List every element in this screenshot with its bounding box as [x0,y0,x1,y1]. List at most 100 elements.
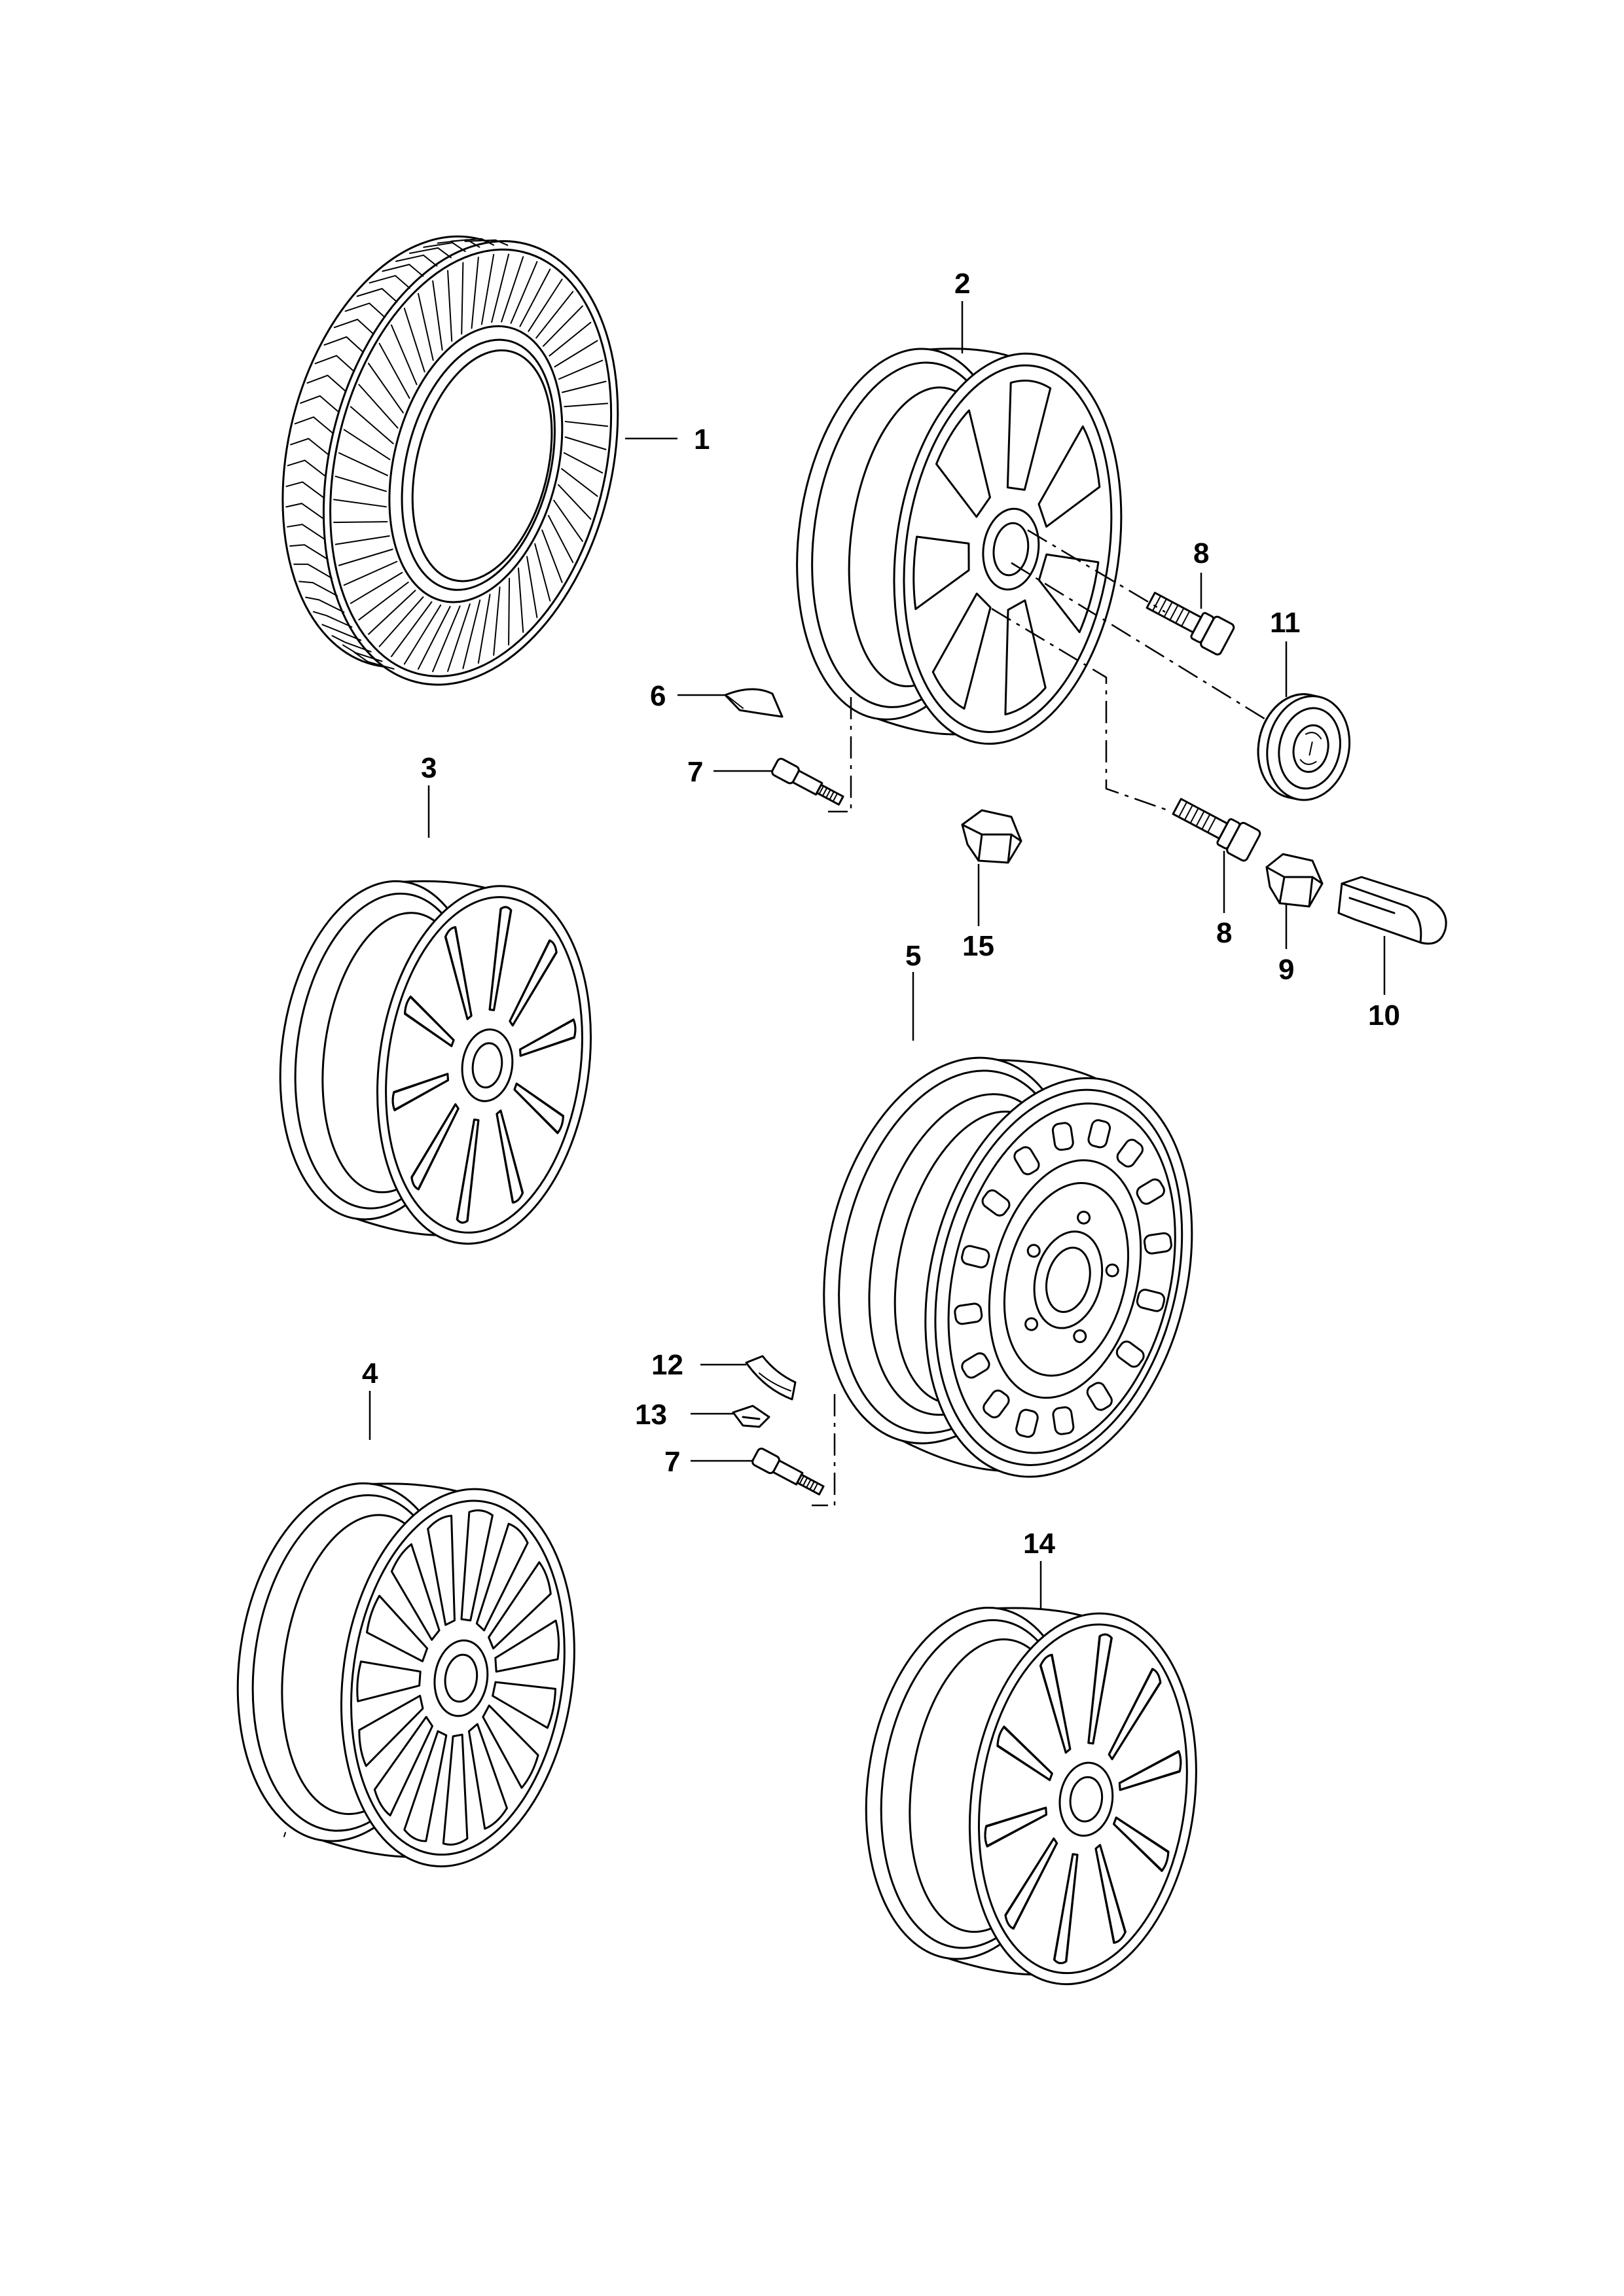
tyre-hatch-line [378,596,424,647]
spoke-window [1004,1837,1058,1929]
tread-block [395,254,438,267]
tyre-hatch-line [417,293,434,361]
spoke-window [1004,599,1047,716]
hub-cap-icon [1257,693,1351,801]
tyre-hatch-line [528,278,563,332]
spoke-window [494,1619,560,1673]
wheel-bolt-icon [1146,592,1235,656]
tyre-icon [281,235,619,686]
tyre-hatch-line [343,560,398,586]
callout-13: 13 [635,1399,667,1431]
spoke-window [403,1730,448,1842]
tyre-hatch-line [508,577,511,646]
steel-wheel-icon [823,1056,1193,1478]
alloy-wheel-double-spoke-icon [865,1606,1197,1986]
wheel-bolt-icon [1172,798,1261,862]
vent-hole [981,1189,1011,1217]
spoke-window [1118,1750,1182,1791]
vent-hole [1052,1406,1075,1435]
vent-hole [1136,1178,1165,1205]
spoke-window [475,1522,529,1632]
tyre-hatch-line [350,406,394,444]
spoke-window [931,592,992,710]
tread-block [342,644,383,662]
tyre-hatch-line [526,556,538,619]
tread-block [305,596,345,613]
tyre-hatch-line [403,604,442,665]
tread-block [331,635,372,653]
tyre-hatch-line [493,586,501,656]
tyre-hatch-line [403,308,425,372]
callout-6: 6 [650,680,666,712]
tyre-hatch-line [518,567,524,633]
spoke-window [1053,1853,1079,1964]
tyre-hatch-line [547,514,574,564]
tyre-hatch-line [390,324,418,386]
spoke-window [373,1715,434,1817]
tyre-hatch-line [561,468,598,497]
tread-block [356,287,398,303]
spoke-window [444,926,473,1020]
tyre-hatch-line [390,601,433,658]
tyre-hatch-line [358,581,409,620]
tread-block [290,437,330,456]
vent-hole [983,1390,1010,1418]
bolt-hole [1026,1244,1041,1258]
spoke-window [467,1723,508,1830]
callout-15: 15 [962,930,994,962]
vent-hole [1086,1382,1113,1411]
tyre-hatch-line [535,291,574,339]
tyre-hatch-line [564,403,609,408]
tyre-hatch-line [564,421,609,427]
callout-1: 1 [694,423,710,456]
spoke-window [390,1543,441,1641]
tyre-hatch-line [510,260,538,324]
tyre-hatch-line [338,548,393,566]
callout-3: 3 [421,752,437,784]
spoke-window [488,1561,552,1650]
tread-block [285,503,325,520]
spoke-window [442,1733,469,1846]
spoke-window [488,906,513,1011]
tread-block [287,524,326,541]
callout-8-lower: 8 [1216,917,1232,949]
tyre-hatch-line [501,256,524,323]
tread-block [306,374,347,392]
tyre-hatch-line [350,571,403,604]
spoke-window [1108,1668,1162,1761]
spoke-window [912,535,970,611]
tyre-hatch-line [519,268,551,327]
callout-10: 10 [1368,999,1400,1031]
tyre-valve-icon [751,1447,825,1496]
tyre-hatch-line [462,599,481,670]
tyre-hatch-line [564,436,607,450]
bolt-hole [1077,1210,1091,1225]
alloy-wheel-15-spoke-icon [236,1482,575,1868]
tread-block [300,395,340,413]
tread-block [423,242,466,253]
cap-puller-icon [1337,876,1447,945]
callout-9: 9 [1278,954,1294,986]
tyre-hatch-line [554,340,598,368]
callout-2: 2 [954,268,970,300]
spoke-window [391,1073,449,1111]
tyre-valve-icon [771,757,844,806]
tread-block [464,239,509,246]
tread-block [369,275,410,289]
spoke-window [366,1594,429,1662]
tyre-hatch-line [432,280,443,351]
bolt-hole [1024,1317,1039,1331]
bolt-hole [1073,1329,1087,1344]
tyre-hatch-line [563,452,604,474]
balance-weight-clip-icon [732,1405,770,1428]
vent-hole [1015,1408,1039,1438]
vent-hole [1051,1122,1074,1151]
tyre-hatch-line [461,262,464,335]
tread-block [298,581,338,597]
spoke-window [496,1109,524,1204]
spoke-window [996,1725,1053,1781]
tread-block [382,264,424,277]
tread-block [314,355,355,372]
tyre-hatch-line [334,475,388,492]
